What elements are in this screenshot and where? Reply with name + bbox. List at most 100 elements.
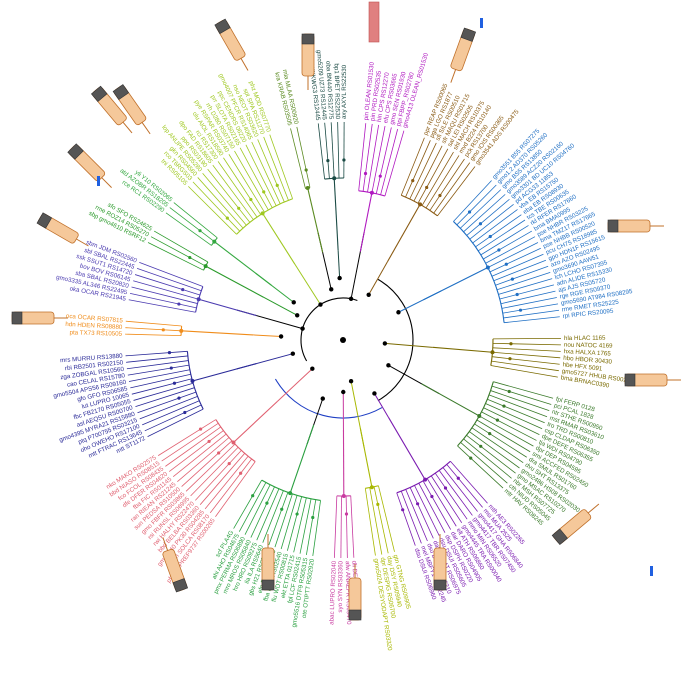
leaf-branch — [293, 497, 307, 553]
leaf-branch — [257, 139, 285, 203]
leaf-branch — [150, 236, 206, 267]
leaf-branch — [137, 391, 197, 414]
leaf-branch — [142, 400, 200, 426]
leaf-branch — [217, 161, 258, 218]
leaf-branch — [233, 479, 263, 529]
leaf-branch — [493, 381, 554, 399]
leaf-branch — [362, 123, 373, 192]
leaf-branch — [396, 492, 416, 546]
backbone-node — [295, 313, 300, 318]
leaf-branch — [400, 491, 422, 544]
leaf-branch — [503, 309, 560, 319]
internal-node — [265, 501, 269, 505]
leaf-branch — [350, 495, 355, 558]
internal-node — [275, 183, 279, 188]
blue-marker — [480, 18, 483, 28]
blue-marker — [650, 566, 653, 576]
internal-node — [438, 193, 442, 198]
leaf-branch — [434, 472, 468, 520]
internal-node — [504, 262, 508, 266]
leaf-branch — [418, 482, 446, 533]
leaf-branch — [459, 189, 502, 229]
leaf-branch — [501, 297, 557, 309]
leaf-branch — [136, 268, 202, 292]
leaf-branch — [409, 487, 434, 539]
leaf-branch — [380, 128, 399, 195]
leaf-branch — [168, 430, 224, 472]
internal-node — [479, 444, 483, 448]
leaf-branch — [405, 489, 428, 542]
leaf-label: bp1 BPET RS22530 — [333, 63, 341, 119]
leaf-label: mrs MURRU RS13880 — [60, 353, 123, 365]
internal-node — [249, 197, 253, 202]
clade-stem-darkgreen — [421, 383, 480, 417]
clade-stem-green3 — [213, 241, 272, 286]
leaf-branch — [324, 122, 330, 179]
leaf-branch — [369, 487, 383, 555]
leaf-label: hdn HDEN RS08880 — [65, 321, 123, 331]
backbone-arc-right — [377, 278, 414, 402]
backbone-node — [290, 351, 296, 356]
internal-node — [507, 389, 511, 394]
leaf-branch — [256, 488, 280, 541]
leaf-branch — [481, 411, 537, 441]
domain-glyph — [214, 18, 249, 71]
leaf-branch — [286, 496, 303, 551]
leaf-branch — [492, 356, 560, 365]
leaf-branch — [125, 327, 182, 332]
leaf-branch — [499, 284, 555, 300]
domain-glyph — [551, 503, 600, 546]
leaf-branch — [147, 408, 204, 438]
internal-node — [502, 404, 506, 408]
internal-node — [469, 456, 473, 460]
backbone-node — [366, 292, 371, 297]
leaf-branch — [500, 290, 556, 305]
leaf-branch — [474, 423, 527, 458]
leaf-branch — [129, 292, 197, 309]
leaf-branch — [165, 426, 222, 467]
leaf-branch — [457, 445, 504, 489]
leaf-branch — [173, 202, 218, 239]
internal-node — [425, 185, 429, 190]
backbone-stem — [384, 342, 433, 348]
leaf-branch — [414, 485, 440, 536]
clade-node-pink — [341, 493, 346, 498]
leaf-branch — [139, 261, 203, 287]
leaf-branch — [125, 320, 182, 327]
internal-node — [207, 439, 211, 444]
internal-node — [280, 507, 284, 511]
leaf-branch — [463, 194, 506, 233]
clade-node-navy — [190, 379, 195, 384]
leaf-branch — [280, 495, 298, 550]
leaf-branch — [417, 148, 449, 204]
leaf-branch — [125, 350, 188, 357]
backbone-stem — [337, 250, 341, 279]
leaf-branch — [269, 134, 293, 199]
leaf-branch — [135, 387, 195, 408]
domain-glyph — [36, 212, 89, 247]
clade-stem-blue — [423, 267, 489, 301]
leaf-branch — [147, 242, 204, 271]
leaf-branch — [139, 396, 198, 420]
leaf-branch — [378, 485, 395, 552]
root-node — [340, 337, 346, 343]
leaf-branch — [480, 225, 529, 256]
leaf-branch — [492, 342, 561, 346]
internal-node — [515, 292, 519, 297]
leaf-branch — [199, 453, 246, 505]
internal-node — [239, 471, 243, 475]
leaf-branch — [504, 316, 560, 324]
leaf-branch — [487, 398, 545, 424]
leaf-branch — [425, 155, 460, 209]
domain-glyph — [90, 85, 133, 134]
internal-node — [251, 494, 255, 498]
leaf-branch — [212, 164, 254, 220]
leaf-branch — [317, 123, 326, 180]
leaf-branch — [134, 274, 201, 296]
leaf-branch — [202, 172, 247, 226]
domain-glyph — [607, 219, 664, 233]
leaf-branch — [177, 437, 230, 483]
leaf-branch — [251, 141, 281, 204]
domain-glyphs — [11, 1, 681, 621]
internal-node — [478, 222, 483, 226]
